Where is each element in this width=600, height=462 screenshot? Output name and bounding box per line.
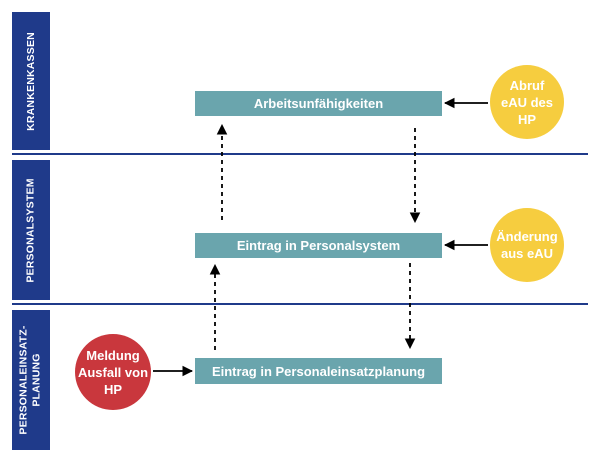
lane-divider-top	[12, 153, 588, 155]
lane-label-personalsystem: PERSONALSYSTEM	[12, 160, 50, 300]
lane-divider-bottom	[12, 303, 588, 305]
box-label: Eintrag in Personalsystem	[236, 238, 401, 253]
box-arbeitsunfaehigkeiten: Arbeitsunfähigkeiten	[195, 91, 442, 116]
circle-abruf-eau: Abruf eAU des HP	[490, 65, 564, 139]
circle-label: Abruf eAU des HP	[500, 77, 554, 127]
circle-meldung-ausfall: Meldung Ausfall von HP	[75, 334, 151, 410]
box-eintrag-personaleinsatzplanung: Eintrag in Personaleinsatzplanung	[195, 358, 442, 384]
circle-label: Meldung Ausfall von HP	[77, 347, 149, 397]
circle-label: Änderung aus eAU	[496, 229, 558, 261]
box-label: Arbeitsunfähigkeiten	[253, 96, 384, 111]
lane-label-krankenkassen: KRANKENKASSEN	[12, 12, 50, 150]
box-label: Eintrag in Personaleinsatzplanung	[211, 363, 426, 379]
box-eintrag-personalsystem: Eintrag in Personalsystem	[195, 233, 442, 258]
circle-aenderung-eau: Änderung aus eAU	[490, 208, 564, 282]
lane-label-personaleinsatzplanung: PERSONALEINSATZ- PLANUNG	[12, 310, 50, 450]
